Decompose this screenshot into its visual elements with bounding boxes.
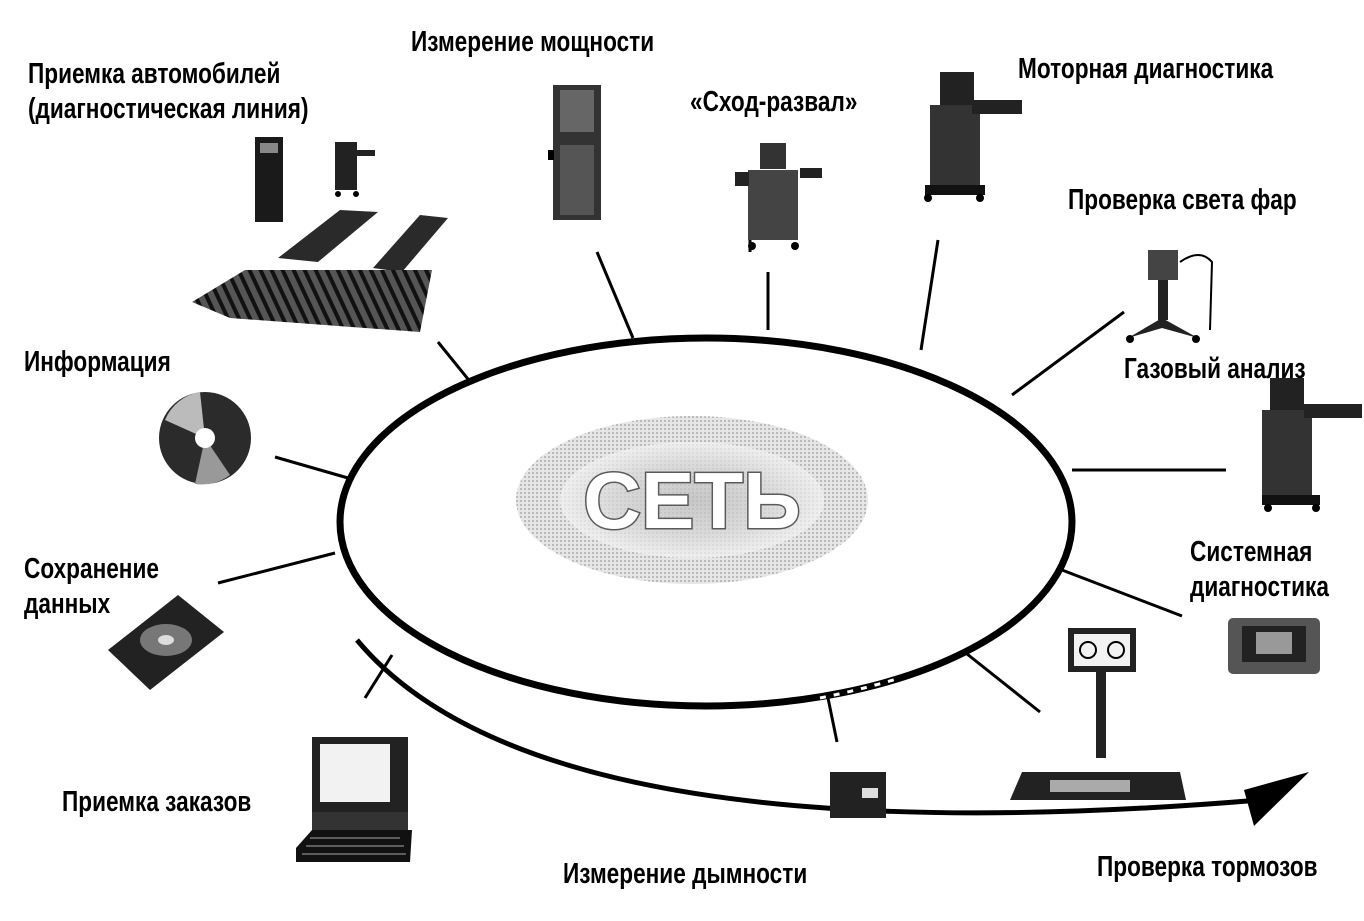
connector-lines [217,239,1226,743]
line-reception [436,341,474,385]
line-power [595,251,635,339]
label-gas: Газовый анализ [1124,353,1306,385]
hard-drive-icon [108,595,224,690]
label-system: Системная диагностика [1190,536,1329,603]
label-storage: Сохранение данных [24,553,159,620]
wheel-alignment-icon [735,143,822,252]
engine-analyzer-icon [924,72,1022,202]
line-smoke [826,697,839,743]
center-glow [560,442,824,558]
gas-analyzer-icon [1262,378,1362,512]
label-smoke: Измерение дымности [563,858,808,890]
headlight-tester-icon [1126,250,1214,343]
label-alignment: «Сход-развал» [690,86,858,118]
diagnostic-line-icon [192,137,448,332]
label-info: Информация [24,346,171,378]
smoke-meter-icon [830,772,886,818]
ring-highlights [491,360,901,700]
arrow-head-icon [1244,772,1309,826]
label-engine: Моторная диагностика [1018,53,1274,85]
line-orders [363,654,394,699]
label-orders: Приемка заказов [62,786,252,818]
line-engine [919,239,940,351]
brake-arrow [355,638,1261,816]
label-reception: Приемка автомобилей (диагностическая лин… [28,58,309,125]
label-power: Измерение мощности [411,26,655,58]
line-storage [217,551,336,585]
dynamometer-icon [548,85,601,220]
label-brakes: Проверка тормозов [1097,851,1318,883]
line-info [274,455,349,480]
computer-icon [296,737,412,862]
center-label: СЕТЬ [583,456,801,545]
line-brakes [961,648,1041,714]
brake-tester-icon [1010,628,1186,800]
cd-disc-icon [159,392,251,485]
line-headlights [1011,310,1125,397]
system-tester-icon [1228,618,1320,674]
line-system [1061,568,1183,618]
label-headlights: Проверка света фар [1068,184,1297,216]
